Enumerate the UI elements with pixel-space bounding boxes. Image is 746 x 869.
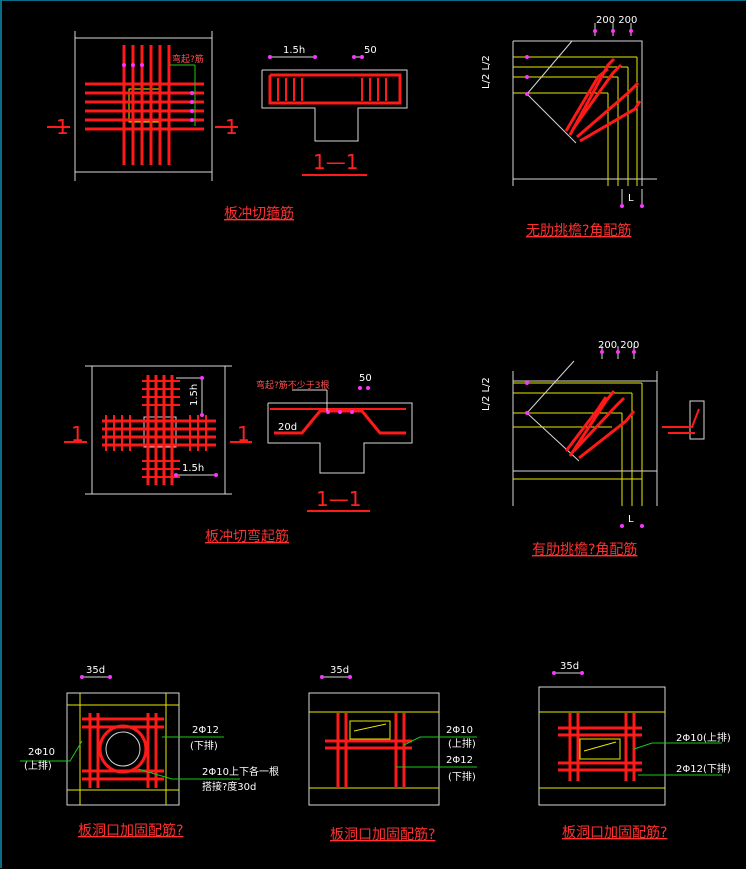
- b-bottom-row: (下排): [448, 770, 476, 783]
- punching-stirrup-plan: 1 1 弯起?筋: [47, 31, 238, 181]
- a-bottom-row: (下排): [190, 739, 218, 752]
- a-2phi10: 2Φ10: [28, 747, 55, 758]
- dim-50: 50: [364, 45, 377, 56]
- eave-corner-with-rib: 200 200 L/2 L/2 L: [481, 340, 705, 528]
- section-1-1-stirrup: 1.5h 50 1—1: [261, 45, 408, 176]
- title-eave-no-rib: 无肋挑檐?角配筋: [526, 222, 631, 239]
- b-2phi12: 2Φ12: [446, 755, 473, 766]
- dim-1-5h: 1.5h: [283, 45, 305, 56]
- b-2phi10: 2Φ10: [446, 725, 473, 736]
- section-1-1-bent: 弯起?筋不少于3根 50 20d 1—1: [256, 373, 413, 512]
- dim-l2-b: L/2 L/2: [481, 377, 492, 411]
- opening-rect-2: 35d 2Φ10(上排) 2Φ12(下排): [538, 661, 731, 806]
- section-1-1-title-b: 1—1: [316, 487, 361, 511]
- c-2phi10-top: 2Φ10(上排): [676, 731, 731, 744]
- a-ring-note: 2Φ10上下各一根: [202, 765, 279, 778]
- dim-50-b: 50: [359, 373, 372, 384]
- b-top-row: (上排): [448, 737, 476, 750]
- title-punching-stirrup: 板冲切箍筋: [224, 205, 294, 222]
- title-punching-bent: 板冲切弯起筋: [205, 528, 289, 545]
- dim-1-5h-h: 1.5h: [182, 463, 204, 474]
- punching-bent-plan: 1.5h 1.5h 1 1: [64, 365, 252, 495]
- opening-round: 35d 2Φ10 (上排) 2Φ12 (下排) 2Φ10上下各一根 搭接?度30…: [20, 665, 279, 806]
- dim-l2: L/2 L/2: [481, 55, 492, 89]
- opening-rect-1: 35d 2Φ10 (上排) 2Φ12 (下排): [308, 665, 477, 806]
- dim-35d-c: 35d: [560, 661, 579, 672]
- section-1-1-title: 1—1: [313, 150, 358, 174]
- hook-note: 弯起?筋: [172, 53, 204, 65]
- title-opening-2: 板洞口加固配筋?: [330, 826, 435, 843]
- bent-note: 弯起?筋不少于3根: [256, 379, 330, 391]
- a-lap-note: 搭接?度30d: [202, 780, 256, 793]
- a-2phi12: 2Φ12: [192, 725, 219, 736]
- a-top-row: (上排): [24, 759, 52, 772]
- dim-20d: 20d: [278, 422, 297, 433]
- title-eave-with-rib: 有肋挑檐?角配筋: [532, 541, 637, 558]
- title-opening-1: 板洞口加固配筋?: [78, 822, 183, 839]
- dim-200-200-b: 200 200: [598, 340, 639, 351]
- dim-200-200: 200 200: [596, 15, 637, 26]
- section-mark-left-b: 1: [71, 422, 84, 446]
- title-opening-3: 板洞口加固配筋?: [562, 824, 667, 841]
- eave-corner-no-rib: 200 200 L/2 L/2 L: [481, 15, 657, 208]
- section-mark-right: 1: [225, 115, 238, 139]
- dim-35d-b: 35d: [330, 665, 349, 676]
- dim-l: L: [628, 193, 634, 204]
- section-mark-left: 1: [56, 115, 69, 139]
- dim-l-b: L: [628, 514, 634, 525]
- c-2phi12-bottom: 2Φ12(下排): [676, 762, 731, 775]
- dim-35d-a: 35d: [86, 665, 105, 676]
- dim-1-5h-v: 1.5h: [189, 384, 200, 406]
- section-mark-right-b: 1: [237, 422, 250, 446]
